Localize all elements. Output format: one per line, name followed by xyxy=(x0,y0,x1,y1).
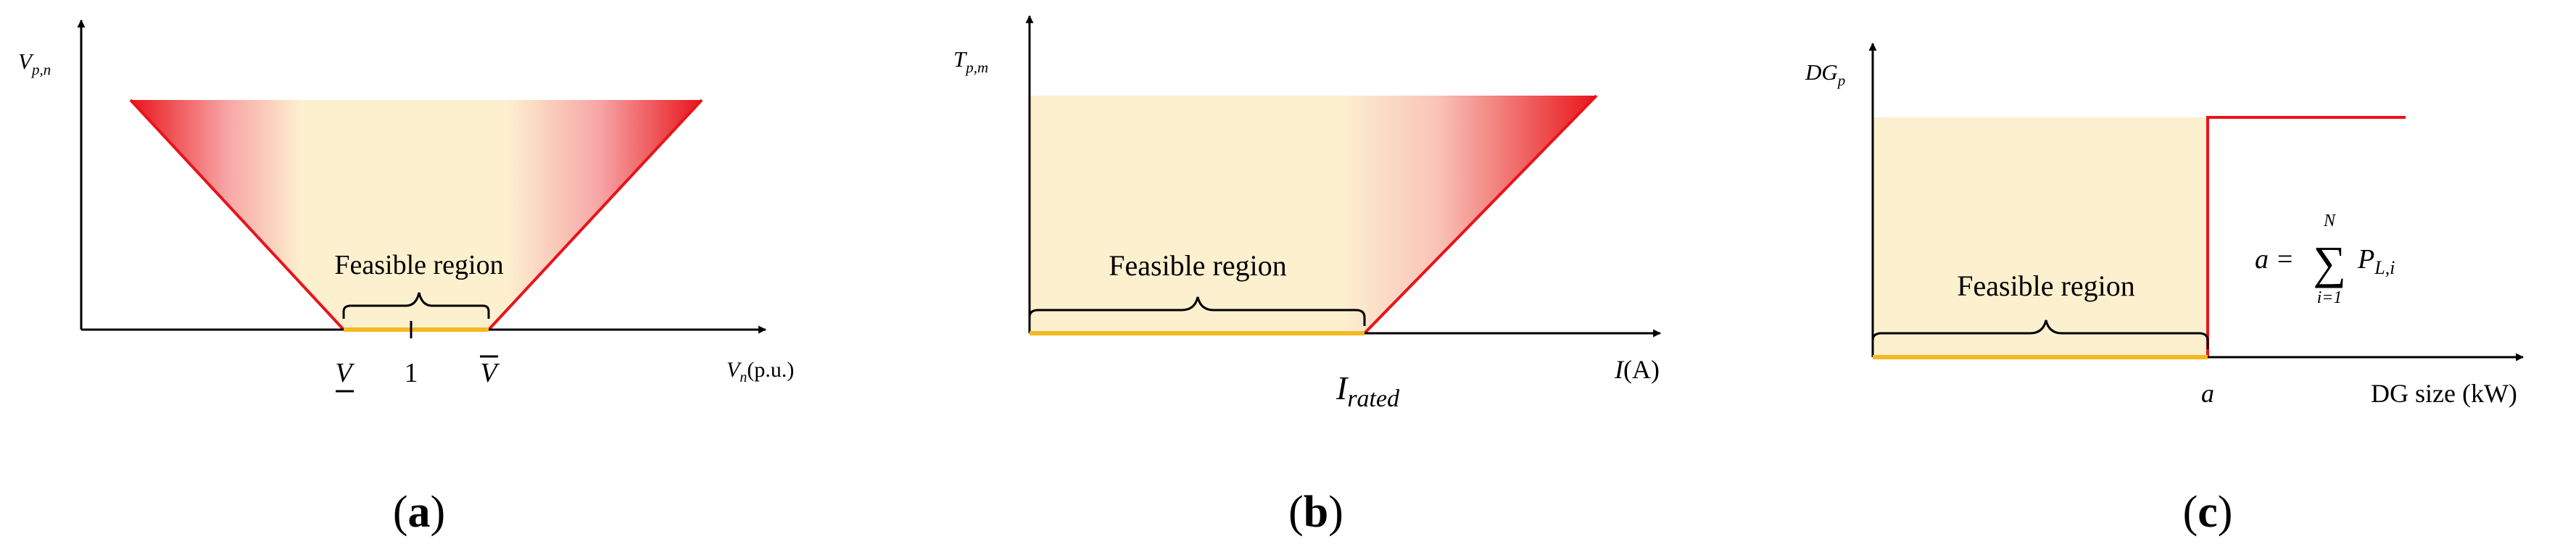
y-axis-label: Tp,m xyxy=(953,46,988,76)
caption-b: (b) xyxy=(1288,488,1343,537)
x-axis-label: Vn(p.u.) xyxy=(726,358,794,385)
thermal-boundary xyxy=(1363,94,1598,335)
tick-label-v-max: V xyxy=(480,358,500,388)
lower-voltage-boundary xyxy=(129,99,345,331)
dg-feasible-fill xyxy=(1873,117,2208,357)
caption-c: (c) xyxy=(2183,488,2233,537)
feasible-region-brace xyxy=(1871,319,2209,349)
x-axis-label: I(A) xyxy=(1614,355,1660,384)
formula-upper-limit: N xyxy=(2323,212,2337,230)
formula-term: PL,i xyxy=(2357,244,2395,278)
panel-c: DGp Feasible region a DG size (kW) a = N… xyxy=(1805,42,2525,537)
region-label: Feasible region xyxy=(334,250,503,280)
formula-lhs: a = xyxy=(2255,244,2294,275)
caption-a: (a) xyxy=(393,488,445,537)
thermal-region-fill xyxy=(1030,96,1596,333)
rated-current-label: Irated xyxy=(1335,369,1400,412)
voltage-region-fill xyxy=(131,100,702,330)
feasible-region-brace xyxy=(342,292,490,319)
y-axis-label: DGp xyxy=(1805,59,1845,89)
y-axis-label: Vp,n xyxy=(18,49,51,78)
formula-lower-limit: i=1 xyxy=(2317,288,2343,307)
region-label: Feasible region xyxy=(1957,269,2135,302)
dg-limit-step xyxy=(2206,116,2406,357)
feasible-region-brace xyxy=(1028,296,1366,326)
panel-b: Tp,m Feasible region Irated I(A) (b) xyxy=(953,14,1662,537)
dg-limit-formula: a = N ∑ i=1 PL,i xyxy=(2255,212,2395,307)
x-tick-label-a: a xyxy=(2201,379,2214,408)
x-axis-label: DG size (kW) xyxy=(2371,379,2517,408)
panel-a: Vp,n Feasible region V 1 V Vn(p.u.) (a) xyxy=(18,19,794,537)
upper-voltage-boundary xyxy=(487,99,703,331)
tick-label-1: 1 xyxy=(405,358,418,388)
region-label: Feasible region xyxy=(1109,249,1287,282)
formula-sigma: ∑ xyxy=(2313,237,2346,288)
tick-label-v-min: V xyxy=(335,358,355,388)
